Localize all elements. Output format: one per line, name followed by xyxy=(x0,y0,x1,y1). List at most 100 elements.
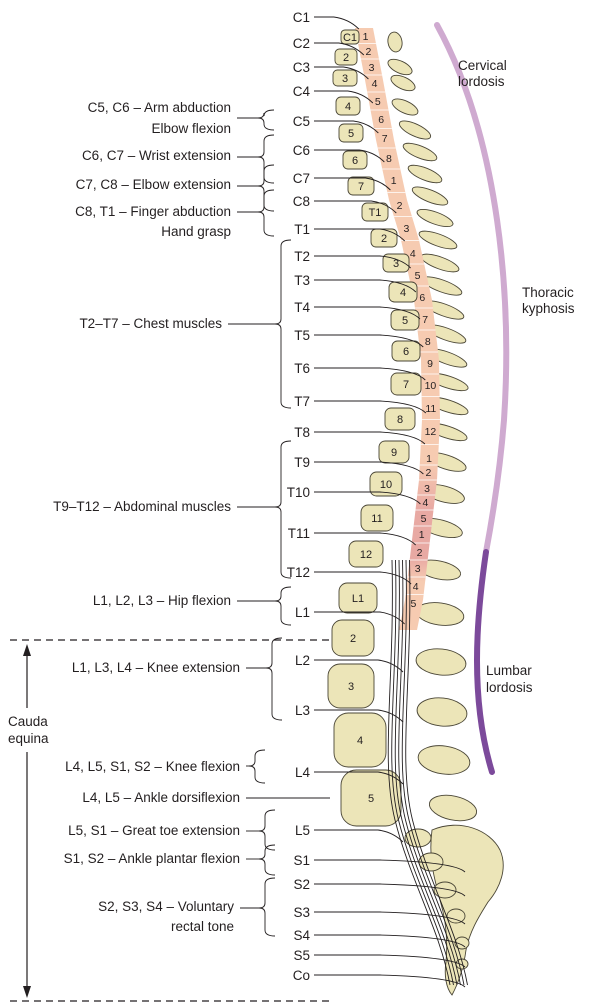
cord-segment-number: 3 xyxy=(415,563,421,575)
lumbar-curve-label: lordosis xyxy=(486,680,533,695)
function-brace xyxy=(258,135,274,183)
root-label: T9 xyxy=(294,455,310,470)
cord-segment-number: 4 xyxy=(413,581,419,593)
cord-segment-number: 5 xyxy=(415,270,421,282)
root-label: Co xyxy=(293,968,310,983)
vertebra-number: 4 xyxy=(357,735,363,747)
vertebra-number: 4 xyxy=(345,101,351,113)
function-label: rectal tone xyxy=(171,919,234,934)
root-label: S3 xyxy=(293,905,310,920)
cord-segment-number: 9 xyxy=(427,358,433,370)
function-brace xyxy=(266,638,282,720)
cervical-curve-label: lordosis xyxy=(458,74,505,89)
cauda-equina-marker: Cauda equina xyxy=(8,640,330,1001)
root-leader-line xyxy=(314,935,465,947)
root-label: T2 xyxy=(294,249,310,264)
root-label: C2 xyxy=(293,36,310,51)
cervical-curve-label: Cervical xyxy=(458,58,507,73)
root-label: T6 xyxy=(294,361,310,376)
root-label: L3 xyxy=(295,703,310,718)
function-label: C5, C6 – Arm abduction xyxy=(88,100,231,115)
root-label: C8 xyxy=(293,194,310,209)
cord-segment-number: 11 xyxy=(425,403,436,415)
vertebra-number: 5 xyxy=(368,793,374,805)
arrow-up-icon xyxy=(23,644,31,656)
root-label: S1 xyxy=(293,853,310,868)
vertebra-number: 12 xyxy=(360,549,372,561)
root-label: T8 xyxy=(294,425,310,440)
spinous-process xyxy=(416,743,471,778)
function-label: C6, C7 – Wrist extension xyxy=(82,148,231,163)
function-brace xyxy=(275,587,291,625)
root-label: T7 xyxy=(294,394,310,409)
cord-segment-number: 8 xyxy=(386,153,392,165)
function-label: C8, T1 – Finger abduction xyxy=(75,204,231,219)
vertebra-number: 3 xyxy=(348,681,354,693)
function-label: L4, L5, S1, S2 – Knee flexion xyxy=(65,759,240,774)
cord-segment-number: 1 xyxy=(419,529,425,541)
spinous-process xyxy=(386,31,403,53)
vertebra-number: 4 xyxy=(400,287,406,299)
sacral-segment xyxy=(434,882,456,898)
vertebra-number: 11 xyxy=(371,513,382,525)
root-leader-line xyxy=(314,975,465,987)
function-label: T9–T12 – Abdominal muscles xyxy=(53,499,231,514)
root-label: C6 xyxy=(293,143,310,158)
root-label: T3 xyxy=(294,273,310,288)
root-leader-line xyxy=(314,462,423,474)
function-brace xyxy=(249,750,265,783)
spinous-process xyxy=(397,117,433,142)
vertebra-number: 3 xyxy=(342,73,348,85)
cord-segment-number: 1 xyxy=(363,31,369,43)
cord-segment-number: 2 xyxy=(425,467,431,479)
vertebra-number: 5 xyxy=(402,315,408,327)
cord-segment-number: 2 xyxy=(417,547,423,559)
root-labels: C1C2C3C4C5C6C7C8T1T2T3T4T5T6T7T8T9T10T11… xyxy=(287,10,311,983)
spinous-process xyxy=(401,140,439,165)
cord-segment-number: 8 xyxy=(425,336,431,348)
root-leader-line xyxy=(314,432,425,444)
function-label: Elbow flexion xyxy=(151,121,231,136)
vertebra-number: 7 xyxy=(403,379,409,391)
cauda-equina-label: Cauda xyxy=(8,714,48,729)
spinous-process xyxy=(415,600,466,628)
vertebra-number: 10 xyxy=(380,479,392,491)
cord-segment-number: 7 xyxy=(422,314,428,326)
function-label: L5, S1 – Great toe extension xyxy=(68,823,240,838)
vertebra-number: 7 xyxy=(358,181,364,193)
lumbar-curve-label: Lumbar xyxy=(486,663,532,678)
cord-segment-number: 5 xyxy=(421,513,427,525)
function-label: S2, S3, S4 – Voluntary xyxy=(98,899,234,914)
cauda-equina-label: equina xyxy=(8,731,49,746)
root-label: C7 xyxy=(293,171,310,186)
vertebra-number: C1 xyxy=(343,32,357,44)
cord-segment-number: 4 xyxy=(372,78,378,90)
spinous-process xyxy=(417,228,459,253)
thoracic-curve-label: Thoracic xyxy=(522,285,574,300)
root-label: L5 xyxy=(295,823,310,838)
root-label: T5 xyxy=(294,328,310,343)
vertebra-number: 9 xyxy=(391,447,397,459)
function-label: T2–T7 – Chest muscles xyxy=(79,316,222,331)
spinous-process xyxy=(415,206,455,230)
spinous-process xyxy=(410,183,450,208)
cord-segment-number: 3 xyxy=(424,483,430,495)
cord-segment-number: 3 xyxy=(369,62,375,74)
cord-segment-number: 5 xyxy=(410,598,416,610)
cord-segment-number: 2 xyxy=(397,200,403,212)
root-label: S4 xyxy=(293,928,310,943)
vertebra-number: 2 xyxy=(343,52,349,64)
root-label: T10 xyxy=(287,485,310,500)
root-label: L4 xyxy=(295,765,311,780)
vertebra-number: L1 xyxy=(352,593,364,605)
vertebra-number: 2 xyxy=(350,633,356,645)
spinous-process xyxy=(406,162,444,187)
cord-segment-number: 5 xyxy=(375,96,381,108)
function-label: C7, C8 – Elbow extension xyxy=(76,177,231,192)
function-brace xyxy=(275,240,291,408)
function-label: Hand grasp xyxy=(161,224,231,239)
spinous-process xyxy=(416,695,469,728)
